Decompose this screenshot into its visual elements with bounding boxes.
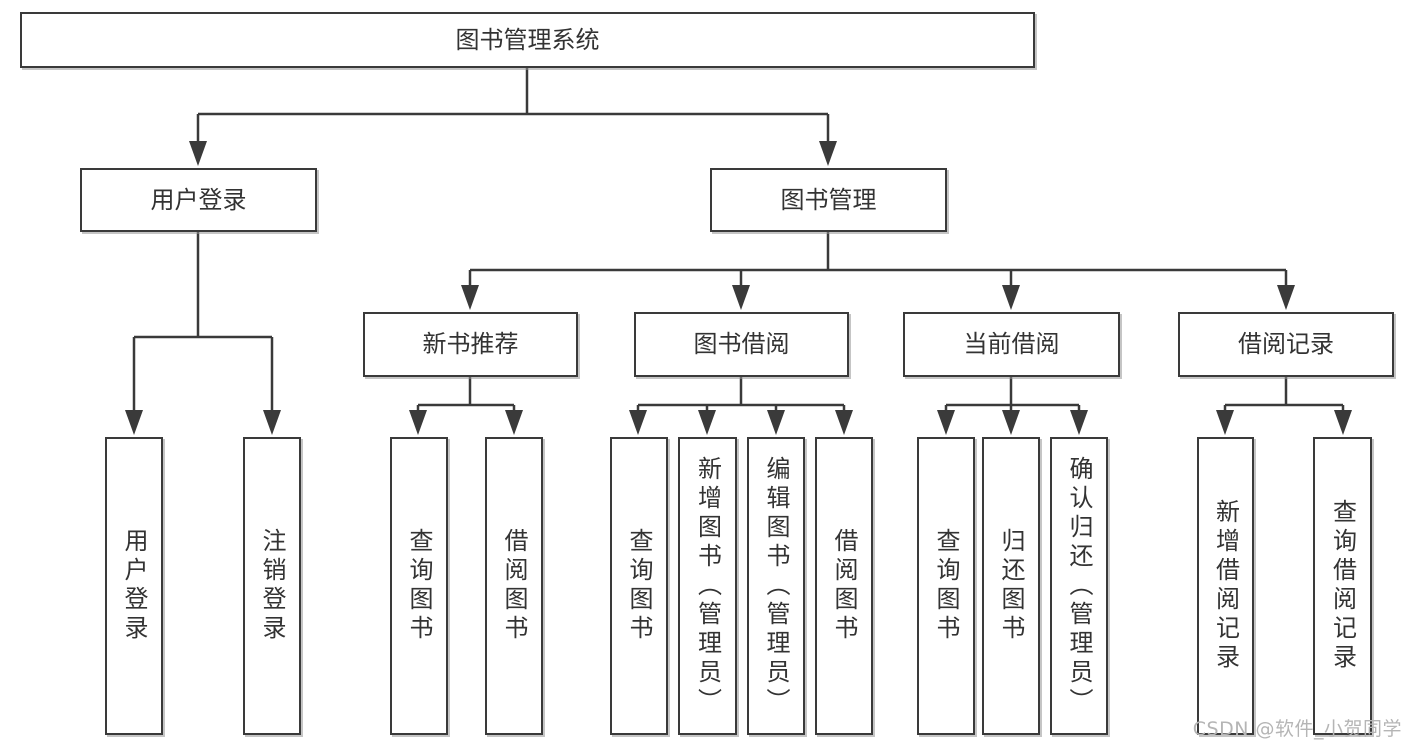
arrowhead (819, 141, 837, 166)
connector-book-management-to-level3 (468, 232, 1288, 288)
arrowhead (409, 410, 427, 435)
connector-new-book-recommend-group (416, 377, 516, 413)
arrowhead (263, 410, 281, 435)
leaf-add-book-admin: 新增图书（管理员） (678, 437, 737, 735)
connector-user-login-group (132, 232, 274, 413)
arrowhead (698, 410, 716, 435)
leaf-query-books-current: 查询图书 (917, 437, 975, 735)
leaf-confirm-return-admin: 确认归还（管理员） (1050, 437, 1108, 735)
leaf-return-books: 归还图书 (982, 437, 1040, 735)
diagram-box-borrowing-records: 借阅记录 (1178, 312, 1394, 377)
arrowhead (461, 285, 479, 310)
leaf-query-books-recommend: 查询图书 (390, 437, 448, 735)
arrowhead (125, 410, 143, 435)
arrowhead (1070, 410, 1088, 435)
diagram-box-book-management: 图书管理 (710, 168, 947, 232)
diagram-box-new-book-recommend: 新书推荐 (363, 312, 578, 377)
arrowhead (1334, 410, 1352, 435)
leaf-borrow-books: 借阅图书 (815, 437, 873, 735)
leaf-query-books-borrowing: 查询图书 (610, 437, 668, 735)
leaf-query-borrow-record: 查询借阅记录 (1313, 437, 1372, 735)
diagram-box-book-borrowing: 图书借阅 (634, 312, 849, 377)
diagram-box-user-login: 用户登录 (80, 168, 317, 232)
arrowhead (505, 410, 523, 435)
arrowhead (1002, 285, 1020, 310)
arrowhead (189, 141, 207, 166)
arrowhead (1002, 410, 1020, 435)
connector-current-borrowing-group (944, 377, 1081, 413)
diagram-box-root: 图书管理系统 (20, 12, 1035, 68)
leaf-add-borrow-record: 新增借阅记录 (1197, 437, 1254, 735)
leaf-edit-book-admin: 编辑图书（管理员） (747, 437, 805, 735)
connector-root-to-level2 (196, 68, 830, 144)
arrowhead (629, 410, 647, 435)
leaf-user-login: 用户登录 (105, 437, 163, 735)
leaf-borrow-books-recommend: 借阅图书 (485, 437, 543, 735)
connector-borrowing-records-group (1223, 377, 1345, 413)
arrowhead (732, 285, 750, 310)
arrowhead (835, 410, 853, 435)
connector-book-borrowing-group (636, 377, 846, 413)
diagram-box-current-borrowing: 当前借阅 (903, 312, 1120, 377)
arrowhead (1216, 410, 1234, 435)
arrowhead (1277, 285, 1295, 310)
arrowhead (767, 410, 785, 435)
leaf-logout: 注销登录 (243, 437, 301, 735)
watermark: CSDN @软件_小贺同学 (1192, 718, 1402, 740)
arrowhead (937, 410, 955, 435)
